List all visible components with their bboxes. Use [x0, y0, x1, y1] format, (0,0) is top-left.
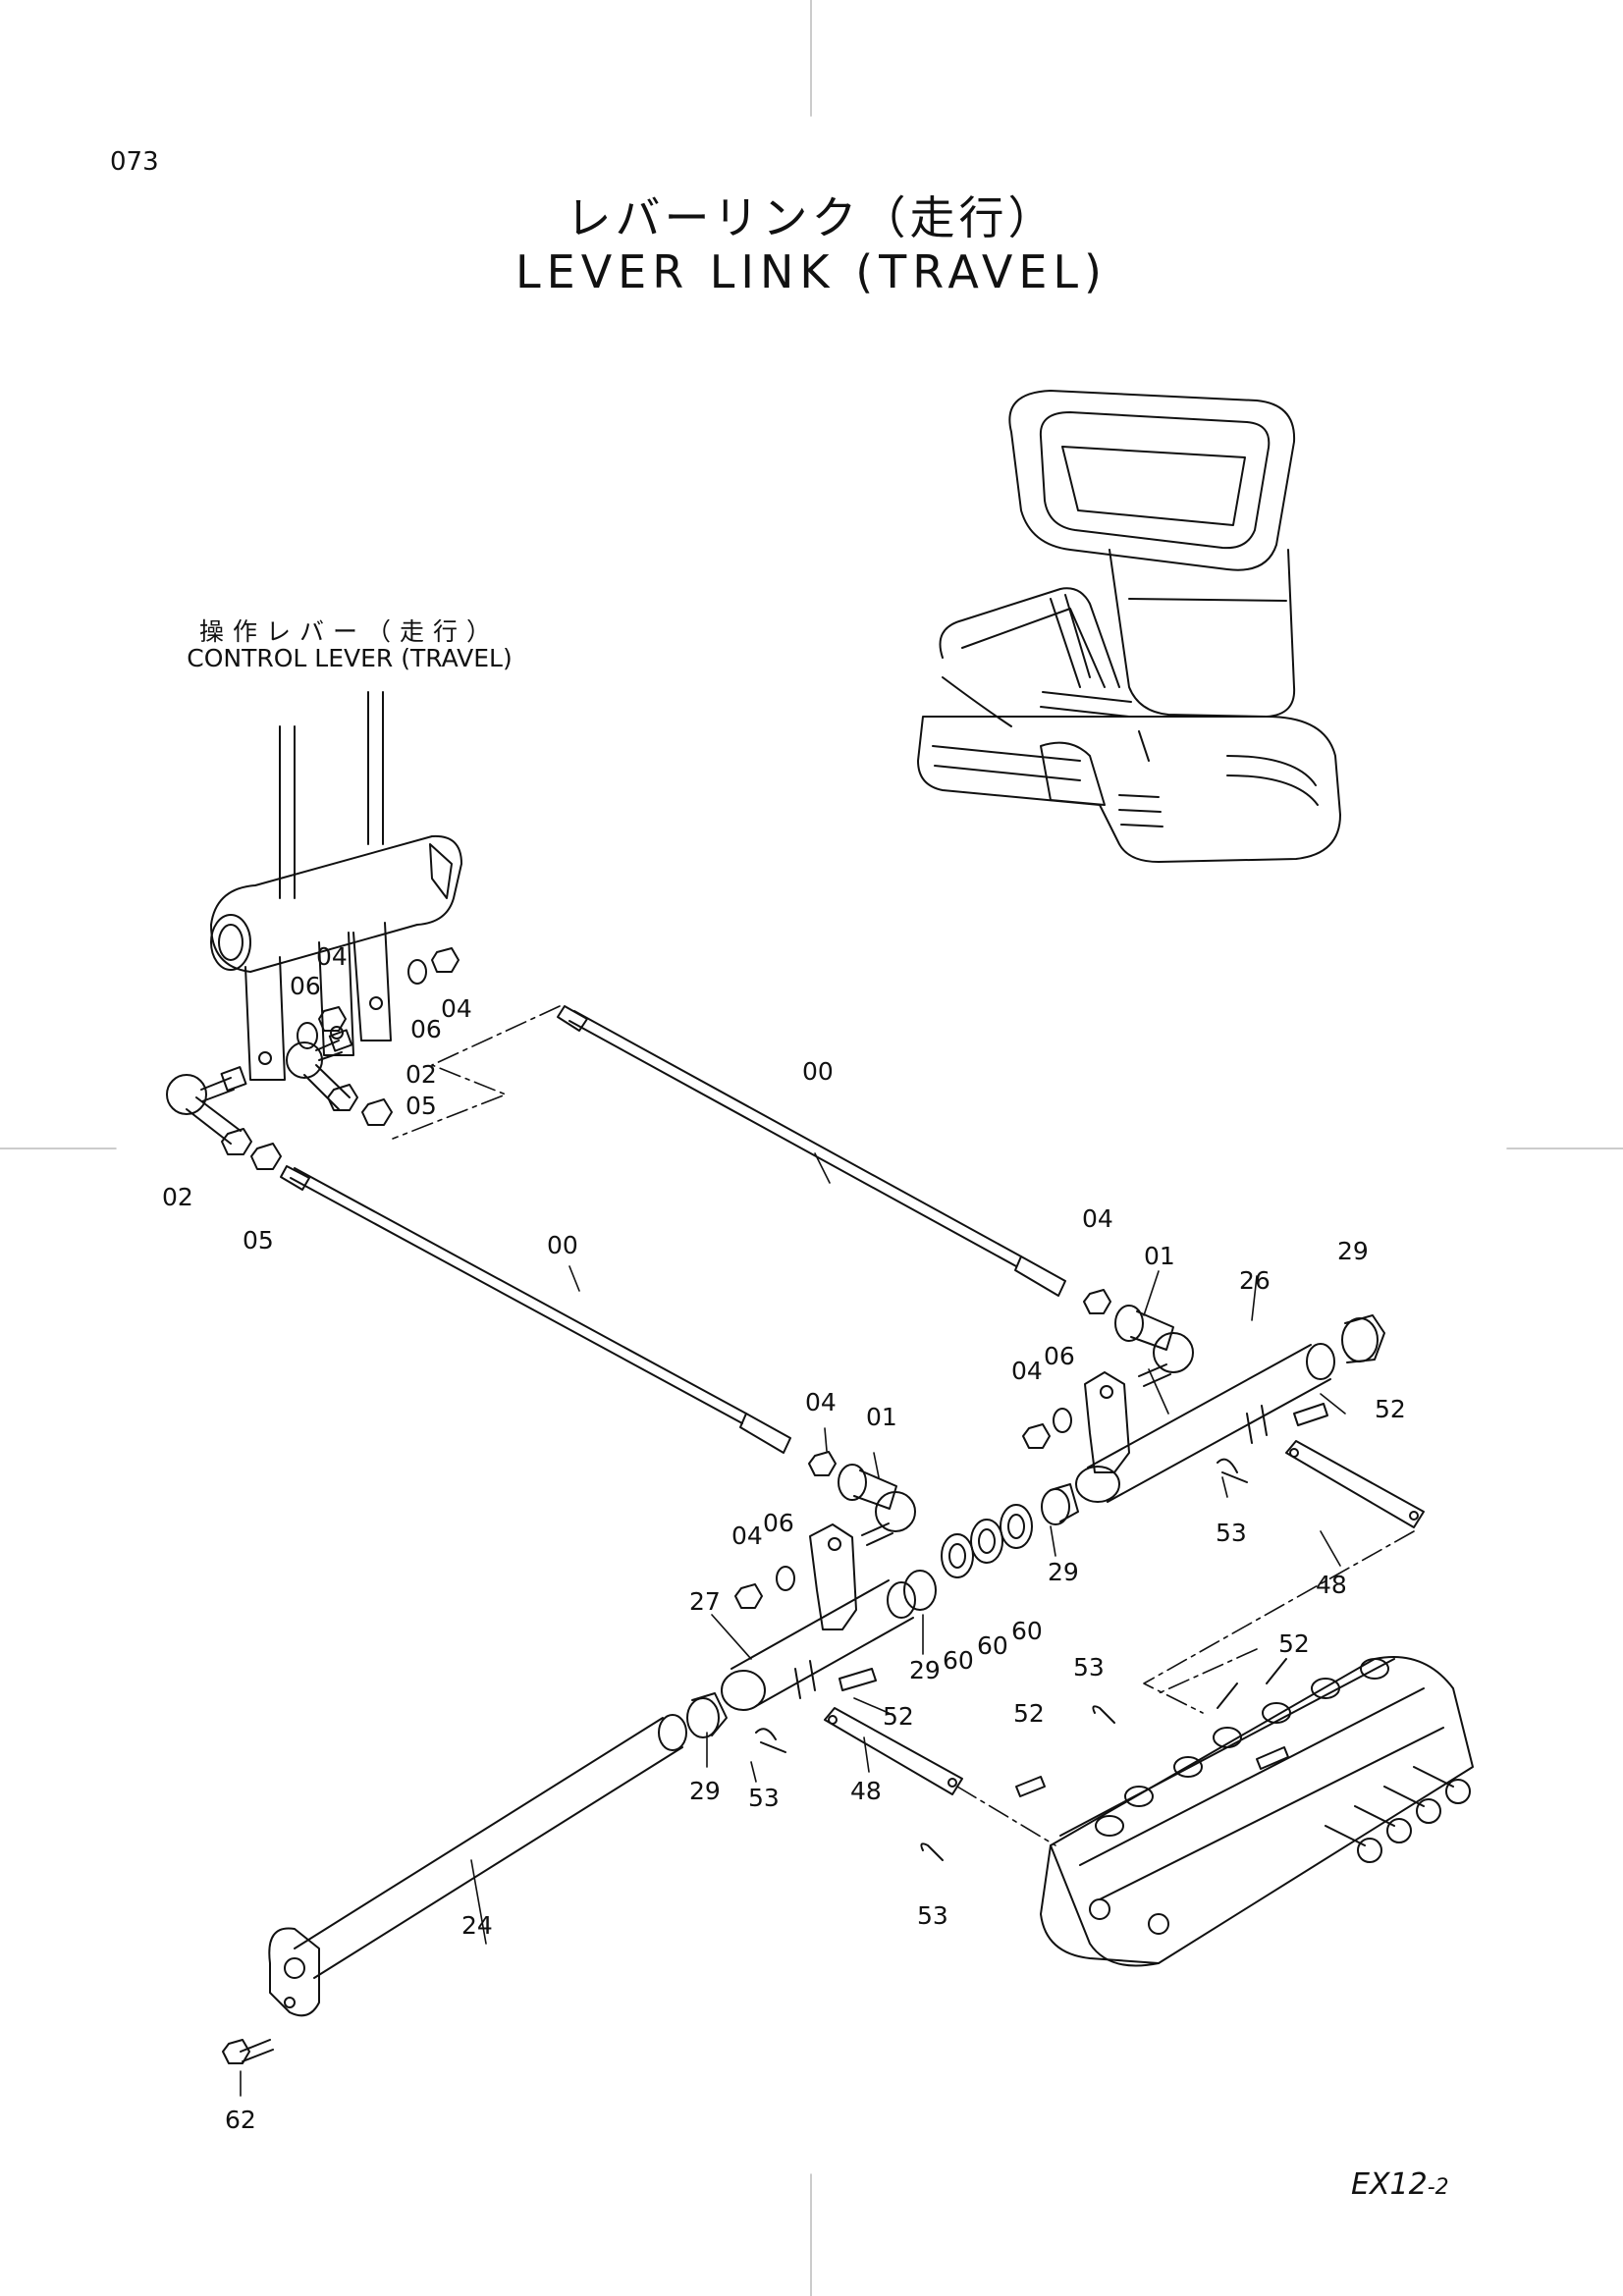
link-plate-lower	[824, 1707, 963, 1795]
callout-62: 62	[225, 2106, 256, 2134]
control-valve-drawing	[1040, 1656, 1474, 1967]
callout-52-d: 52	[1013, 1699, 1045, 1728]
callout-53-d: 53	[917, 1901, 948, 1930]
link-plate-upper	[1285, 1440, 1425, 1528]
ball-joint-left	[166, 1066, 247, 1145]
callout-04-lower-rod: 04	[805, 1388, 837, 1416]
callout-04-upper-rod: 04	[1082, 1204, 1113, 1233]
callout-02-left: 02	[162, 1183, 193, 1211]
lever-arm-26	[1022, 1314, 1385, 1503]
washers-bushings	[686, 1483, 1079, 1738]
title-english: LEVER LINK (TRAVEL)	[515, 245, 1108, 298]
pins-and-clips	[920, 1705, 1289, 1861]
callout-53-b: 53	[1073, 1653, 1105, 1682]
lower-ball-joint	[838, 1464, 916, 1546]
shaft-24	[222, 1714, 687, 2064]
lever-nuts-washers	[221, 947, 460, 1170]
callout-53-c: 53	[748, 1784, 780, 1812]
callout-05-left: 05	[243, 1226, 274, 1255]
callout-29-top: 29	[1337, 1237, 1369, 1265]
callout-06-lever-b: 06	[410, 1015, 442, 1043]
control-lever-label-english: CONTROL LEVER (TRAVEL)	[187, 644, 513, 672]
control-lever-label-japanese: 操作レバー（走行）	[198, 617, 500, 646]
control-lever-assembly	[210, 691, 462, 1081]
callout-48-lower: 48	[850, 1777, 882, 1805]
ball-joint-right	[286, 1029, 353, 1110]
callout-60-a: 60	[943, 1646, 974, 1675]
callout-48-upper: 48	[1316, 1571, 1347, 1599]
leader-lines	[240, 1005, 1415, 2097]
callout-29-mid: 29	[909, 1656, 941, 1684]
callout-06-lever-26: 06	[1044, 1342, 1075, 1370]
callout-53-a: 53	[1216, 1519, 1247, 1547]
lever-arm-27	[721, 1523, 937, 1753]
callout-27: 27	[689, 1587, 721, 1616]
callout-26: 26	[1239, 1266, 1271, 1295]
lower-rod	[280, 1165, 837, 1476]
callout-labels: 00 00 01 01 02 02 04 04 04 04 04 04 05 0…	[162, 942, 1406, 2134]
callout-00-upper: 00	[802, 1057, 834, 1086]
callout-01-upper: 01	[1144, 1242, 1175, 1270]
callout-05-right: 05	[406, 1092, 437, 1120]
callout-04-lever-a: 04	[316, 942, 348, 971]
callout-06-lever-27: 06	[763, 1509, 794, 1537]
callout-01-lower: 01	[866, 1403, 897, 1431]
callout-60-c: 60	[1011, 1617, 1043, 1645]
model-code-main: EX12	[1351, 2167, 1428, 2202]
model-code: EX12-2	[1351, 2167, 1449, 2202]
callout-52-c: 52	[883, 1702, 914, 1731]
callout-00-lower: 00	[547, 1231, 578, 1259]
callout-04-lever-26: 04	[1011, 1357, 1043, 1385]
upper-ball-joint	[1114, 1305, 1194, 1387]
callout-29-bottom: 29	[689, 1777, 721, 1805]
callout-24: 24	[461, 1911, 493, 1940]
upper-rod	[557, 1005, 1111, 1314]
callout-04-lever-b: 04	[441, 994, 472, 1023]
page-number: 073	[110, 147, 159, 177]
callout-60-b: 60	[977, 1631, 1008, 1660]
title-japanese: レバーリンク（走行）	[566, 191, 1057, 244]
callout-29-right-mid: 29	[1048, 1558, 1079, 1586]
callout-04-lever-27: 04	[731, 1522, 763, 1550]
callout-52-b: 52	[1278, 1629, 1310, 1658]
excavator-overview-drawing	[917, 390, 1341, 863]
callout-02-right: 02	[406, 1060, 437, 1089]
callout-06-lever-a: 06	[290, 972, 321, 1000]
callout-52-a: 52	[1375, 1395, 1406, 1423]
model-code-suffix: -2	[1427, 2175, 1449, 2200]
